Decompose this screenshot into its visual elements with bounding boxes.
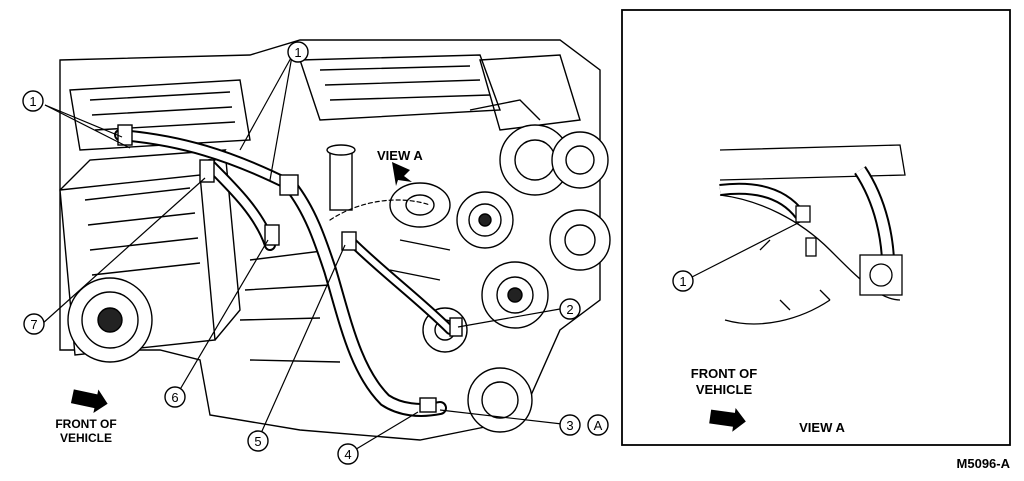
view-a-illustration	[719, 144, 906, 325]
callout-7: 7	[23, 313, 45, 335]
svg-text:1: 1	[679, 274, 686, 289]
callout-1-top: 1	[287, 41, 309, 63]
front-direction-arrow	[70, 389, 108, 413]
svg-text:A: A	[594, 418, 603, 433]
svg-text:7: 7	[30, 317, 37, 332]
callout-5: 5	[247, 430, 269, 452]
view-a-leader-line	[691, 221, 801, 278]
view-a-front-arrow	[709, 407, 746, 432]
view-a-callout-1: 1	[672, 270, 694, 292]
callout-4: 4	[337, 443, 359, 465]
front-of-vehicle-label-line1: FRONT OF	[55, 417, 116, 431]
svg-text:5: 5	[254, 434, 261, 449]
svg-text:6: 6	[171, 390, 178, 405]
heater-hoses	[114, 129, 455, 417]
callout-1-left: 1	[22, 90, 44, 112]
view-a-front-label-line2: VEHICLE	[696, 382, 753, 397]
engine-illustration	[59, 39, 611, 441]
callout-2: 2	[559, 298, 581, 320]
callout-3: 3	[559, 414, 581, 436]
svg-text:4: 4	[344, 447, 351, 462]
view-a-title: VIEW A	[799, 420, 845, 435]
hose-clamps	[117, 124, 463, 413]
svg-text:3: 3	[566, 418, 573, 433]
svg-text:2: 2	[566, 302, 573, 317]
callout-6: 6	[164, 386, 186, 408]
view-a-inset-frame	[621, 9, 1011, 446]
view-a-arrow	[392, 162, 412, 186]
view-a-reference-label: VIEW A	[377, 148, 423, 163]
callout-a: A	[587, 414, 609, 436]
figure-id: M5096-A	[957, 456, 1011, 471]
leader-lines	[41, 55, 563, 455]
svg-text:1: 1	[294, 45, 301, 60]
svg-text:1: 1	[29, 94, 36, 109]
front-of-vehicle-label-line2: VEHICLE	[60, 431, 112, 445]
view-a-front-label-line1: FRONT OF	[691, 366, 757, 381]
